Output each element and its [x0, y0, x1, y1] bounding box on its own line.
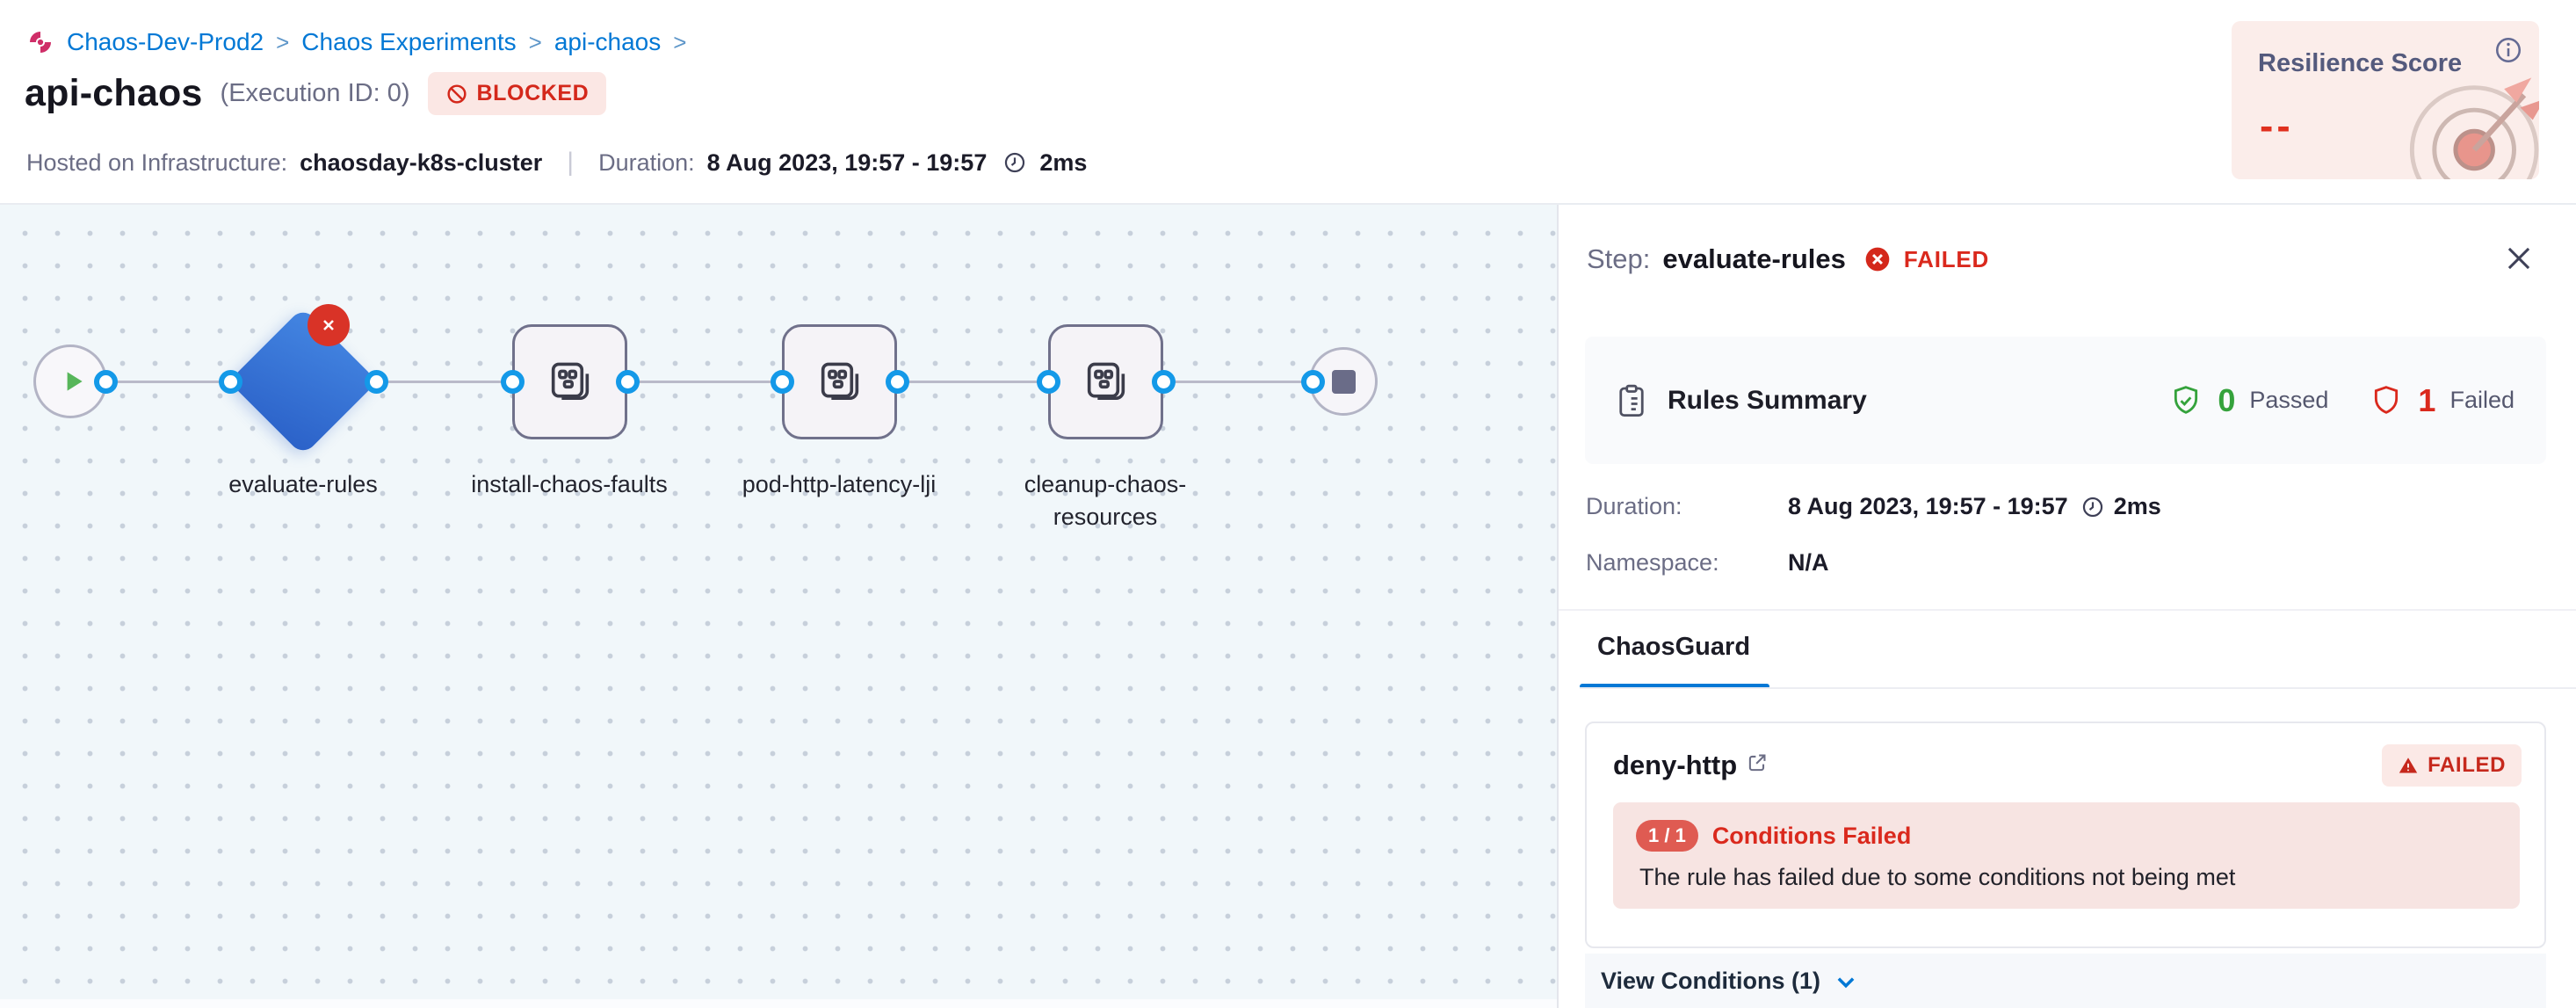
infra-label: Hosted on Infrastructure: — [26, 149, 288, 176]
clock-icon — [2080, 495, 2105, 519]
node-cleanup-chaos-resources[interactable] — [1048, 324, 1163, 439]
breadcrumb: Chaos-Dev-Prod2 > Chaos Experiments > ap… — [25, 26, 688, 58]
node-pod-http-latency-lji[interactable] — [782, 324, 897, 439]
duration-label: Duration: — [1586, 493, 1682, 519]
shield-check-green-icon — [2168, 383, 2203, 418]
duration-row: Duration: 8 Aug 2023, 19:57 - 19:57 2ms — [1586, 493, 2161, 520]
elapsed-value: 2ms — [2113, 493, 2161, 519]
node-label: evaluate-rules — [228, 471, 378, 497]
node-evaluate-rules[interactable] — [228, 307, 378, 456]
elapsed-value: 2ms — [1039, 149, 1088, 176]
clock-icon — [1002, 150, 1027, 175]
breadcrumb-item-experiment[interactable]: api-chaos — [554, 28, 662, 55]
target-dart-illustration — [2402, 53, 2539, 179]
duration-label: Duration: — [598, 149, 695, 176]
step-label: Step: — [1587, 243, 1651, 274]
play-icon — [67, 372, 83, 391]
namespace-label: Namespace: — [1586, 549, 1719, 576]
connector-port — [1037, 370, 1060, 394]
rules-summary-card: Rules Summary 0 Passed 1 Failed — [1585, 337, 2546, 464]
status-badge-blocked: BLOCKED — [427, 72, 607, 115]
step-name: evaluate-rules — [1662, 243, 1846, 274]
failed-badge-icon — [308, 304, 350, 346]
breadcrumb-separator: > — [528, 28, 542, 55]
duration-value: 8 Aug 2023, 19:57 - 19:57 — [706, 149, 988, 176]
step-group-icon — [1087, 362, 1125, 400]
external-link-icon[interactable] — [1746, 751, 1769, 774]
step-details-panel: Step: evaluate-rules FAILED Rules Summar… — [1557, 205, 2576, 1008]
divider: | — [567, 148, 575, 177]
node-label: pod-http-latency-lji — [742, 471, 937, 497]
clipboard-icon — [1619, 384, 1644, 417]
node-label: install-chaos-faults — [471, 471, 668, 497]
connector-port — [886, 370, 909, 394]
pipeline-connector-line — [105, 381, 1313, 383]
passed-label: Passed — [2249, 387, 2329, 413]
conditions-failed-alert: 1 / 1 Conditions Failed The rule has fai… — [1613, 802, 2520, 909]
view-conditions-button[interactable]: View Conditions (1) — [1585, 954, 2546, 1008]
execution-info-row: Hosted on Infrastructure: chaosday-k8s-c… — [26, 148, 1087, 178]
duration-value: 8 Aug 2023, 19:57 - 19:57 — [1788, 493, 2068, 519]
failed-circle-icon — [1863, 245, 1892, 273]
rules-summary-title: Rules Summary — [1668, 385, 1867, 415]
breadcrumb-separator: > — [673, 28, 687, 55]
breadcrumb-item-experiments[interactable]: Chaos Experiments — [301, 28, 517, 55]
connector-port — [1152, 370, 1176, 394]
page-title: api-chaos — [25, 72, 203, 114]
tab-chaosguard[interactable]: ChaosGuard — [1597, 633, 1751, 661]
pipeline-canvas: evaluate-rules install-chaos-faults pod-… — [0, 205, 1557, 1008]
breadcrumb-item-project[interactable]: Chaos-Dev-Prod2 — [67, 28, 264, 55]
connector-port — [501, 370, 525, 394]
connector-port — [94, 370, 118, 394]
no-entry-icon — [446, 83, 467, 104]
breadcrumb-separator: > — [276, 28, 290, 55]
rule-status-badge: FAILED — [2382, 744, 2522, 787]
title-row: api-chaos (Execution ID: 0) BLOCKED — [25, 72, 607, 115]
node-install-chaos-faults[interactable] — [512, 324, 627, 439]
step-group-icon — [821, 362, 858, 400]
active-tab-indicator — [1580, 684, 1769, 689]
passed-count: 0 — [2218, 381, 2236, 418]
conditions-failed-description: The rule has failed due to some conditio… — [1639, 864, 2236, 890]
page-header: Chaos-Dev-Prod2 > Chaos Experiments > ap… — [0, 0, 2576, 205]
warning-triangle-icon — [2399, 758, 2418, 773]
connector-port — [771, 370, 794, 394]
rule-name: deny-http — [1613, 750, 1738, 780]
divider — [1559, 609, 2576, 611]
infra-value: chaosday-k8s-cluster — [300, 149, 543, 176]
step-group-icon — [551, 362, 589, 400]
step-status: FAILED — [1903, 245, 1990, 272]
rules-summary-counts: 0 Passed 1 Failed — [2168, 382, 2514, 419]
resilience-score-title: Resilience Score — [2258, 49, 2463, 77]
connector-port — [365, 370, 388, 394]
chaos-module-icon — [25, 26, 56, 58]
conditions-failed-title: Conditions Failed — [1711, 822, 1912, 849]
failed-label: Failed — [2449, 387, 2514, 413]
tab-bar-border — [1580, 687, 2576, 689]
namespace-row: Namespace: N/A — [1586, 549, 1829, 577]
execution-id: (Execution ID: 0) — [220, 79, 410, 107]
stop-icon — [1331, 369, 1356, 394]
namespace-value: N/A — [1788, 549, 1829, 576]
rule-card-header: deny-http FAILED — [1587, 723, 2544, 787]
conditions-ratio-badge: 1 / 1 — [1636, 820, 1698, 852]
connector-port — [616, 370, 640, 394]
step-details-header: Step: evaluate-rules FAILED — [1587, 243, 1989, 275]
rule-card-deny-http: deny-http FAILED 1 / 1 Conditions Failed… — [1585, 722, 2546, 948]
chevron-down-icon — [1837, 977, 1855, 989]
resilience-score-value: -- — [2260, 103, 2294, 149]
shield-red-icon — [2369, 383, 2404, 418]
connector-port — [1301, 370, 1325, 394]
rules-summary-left: Rules Summary — [1613, 382, 1867, 419]
close-icon[interactable] — [2502, 242, 2536, 275]
info-icon[interactable] — [2493, 35, 2523, 65]
node-label: cleanup-chaos-resources — [1024, 471, 1187, 530]
connector-port — [219, 370, 242, 394]
resilience-score-card: Resilience Score -- — [2232, 21, 2539, 179]
failed-count: 1 — [2418, 381, 2436, 418]
